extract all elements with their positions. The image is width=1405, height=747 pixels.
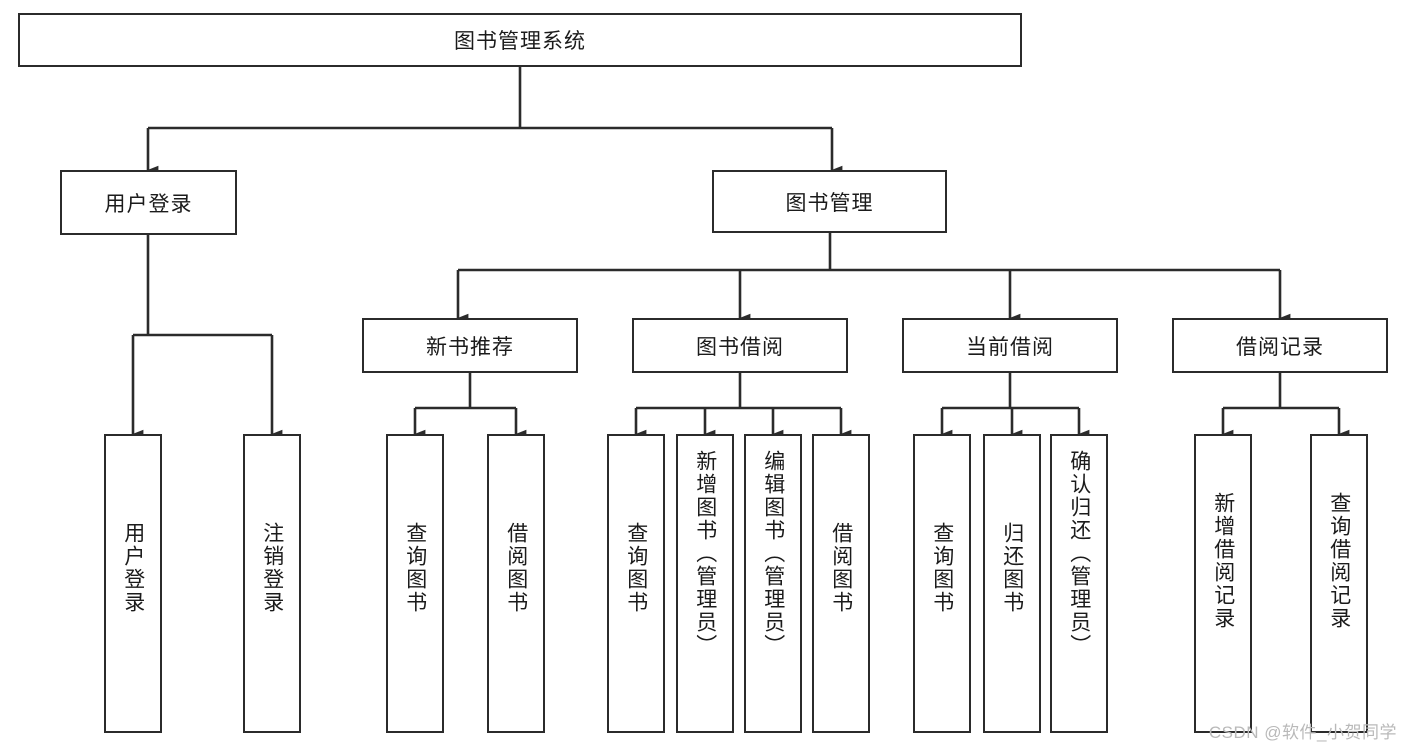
- node-label: 借阅图书: [504, 522, 528, 614]
- node-label: 图书借阅: [696, 335, 784, 359]
- leaf-edit-book-admin[interactable]: 编辑图书（管理员）: [744, 434, 802, 733]
- node-label: 新增图书（管理员）: [693, 450, 717, 657]
- node-label: 查询图书: [403, 522, 427, 614]
- leaf-borrow-book-recommend[interactable]: 借阅图书: [487, 434, 545, 733]
- node-label: 用户登录: [104, 192, 193, 216]
- leaf-add-borrow-record[interactable]: 新增借阅记录: [1194, 434, 1252, 733]
- node-label: 确认归还（管理员）: [1067, 450, 1091, 657]
- leaf-query-book-borrow[interactable]: 查询图书: [607, 434, 665, 733]
- node-label: 查询图书: [624, 522, 648, 614]
- node-new-book-recommend[interactable]: 新书推荐: [362, 318, 578, 373]
- leaf-user-login[interactable]: 用户登录: [104, 434, 162, 733]
- leaf-query-book-recommend[interactable]: 查询图书: [386, 434, 444, 733]
- node-label: 借阅记录: [1236, 335, 1324, 359]
- node-root-system[interactable]: 图书管理系统: [18, 13, 1022, 67]
- node-label: 归还图书: [1000, 522, 1024, 614]
- leaf-add-book-admin[interactable]: 新增图书（管理员）: [676, 434, 734, 733]
- node-label: 新增借阅记录: [1211, 492, 1235, 630]
- node-label: 注销登录: [260, 522, 284, 614]
- leaf-confirm-return-admin[interactable]: 确认归还（管理员）: [1050, 434, 1108, 733]
- node-label: 查询图书: [930, 522, 954, 614]
- node-borrow-record[interactable]: 借阅记录: [1172, 318, 1388, 373]
- leaf-query-borrow-record[interactable]: 查询借阅记录: [1310, 434, 1368, 733]
- node-label: 图书管理系统: [454, 30, 586, 53]
- node-label: 用户登录: [121, 522, 145, 614]
- node-label: 编辑图书（管理员）: [761, 450, 785, 657]
- node-current-borrow[interactable]: 当前借阅: [902, 318, 1118, 373]
- node-user-login[interactable]: 用户登录: [60, 170, 237, 235]
- node-label: 新书推荐: [426, 335, 514, 359]
- node-label: 当前借阅: [966, 335, 1054, 359]
- leaf-query-book-current[interactable]: 查询图书: [913, 434, 971, 733]
- leaf-borrow-book[interactable]: 借阅图书: [812, 434, 870, 733]
- node-book-borrow[interactable]: 图书借阅: [632, 318, 848, 373]
- leaf-logout[interactable]: 注销登录: [243, 434, 301, 733]
- node-label: 借阅图书: [829, 522, 853, 614]
- node-label: 图书管理: [785, 191, 874, 215]
- leaf-return-book[interactable]: 归还图书: [983, 434, 1041, 733]
- node-label: 查询借阅记录: [1327, 492, 1351, 630]
- node-book-manage[interactable]: 图书管理: [712, 170, 947, 233]
